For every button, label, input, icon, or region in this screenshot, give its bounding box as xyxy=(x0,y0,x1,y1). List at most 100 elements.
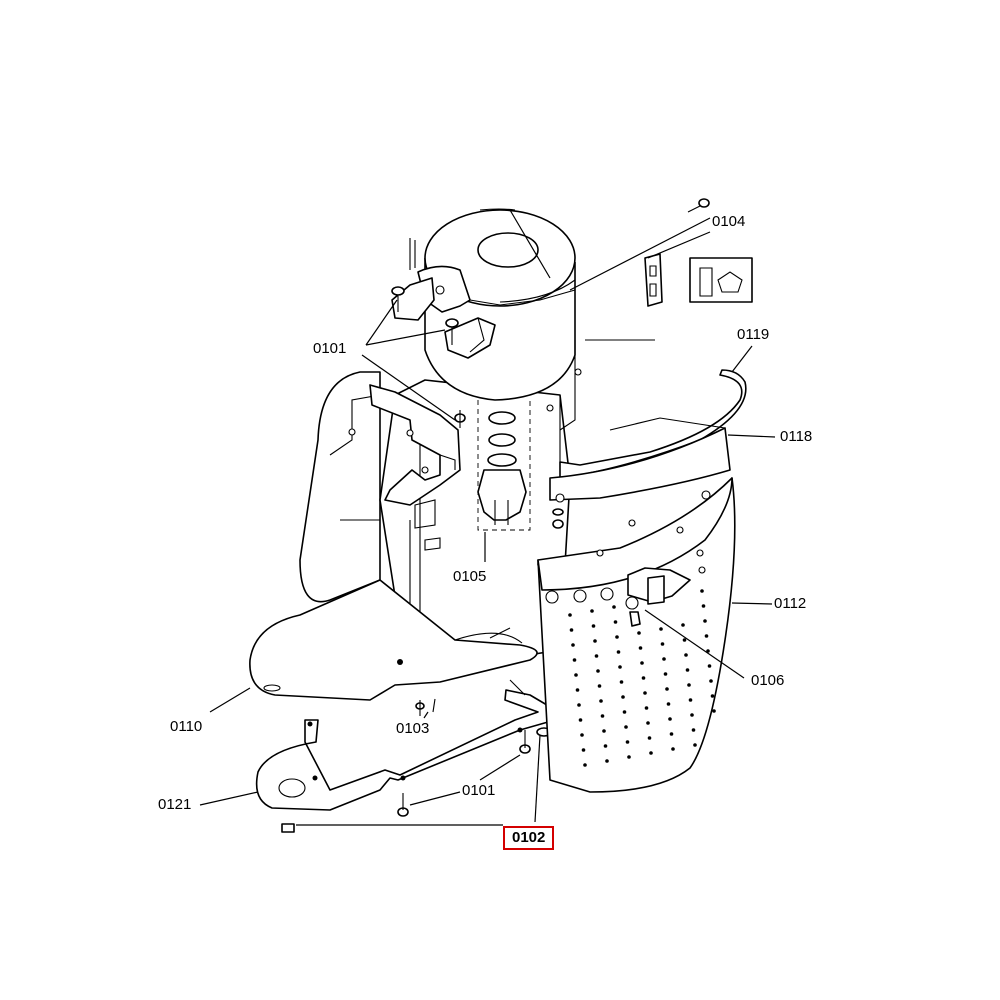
perforation-hole xyxy=(574,673,578,677)
perforation-hole xyxy=(627,755,631,759)
perforation-hole xyxy=(578,718,583,722)
label-0103: 0103 xyxy=(396,720,430,737)
perforation-hole xyxy=(691,728,696,732)
label-0101-bottom: 0101 xyxy=(462,782,496,799)
screws xyxy=(281,198,710,833)
perforation-hole xyxy=(572,658,577,662)
perforation-hole xyxy=(625,740,630,744)
perforation-hole xyxy=(706,649,710,653)
perforation-hole xyxy=(613,620,618,624)
band-0118 xyxy=(549,417,731,503)
perforation-hole xyxy=(704,634,709,638)
shield-mount-hole xyxy=(696,549,704,557)
perforation-hole xyxy=(569,628,574,632)
housing-frame xyxy=(299,371,571,673)
perforation-hole xyxy=(707,664,712,668)
shield-perforations xyxy=(545,519,716,767)
perforation-hole xyxy=(577,703,581,707)
perforation-hole xyxy=(591,624,596,628)
perforation-hole xyxy=(602,729,606,733)
perforation-hole xyxy=(662,657,666,661)
shield-mount-hole xyxy=(596,549,604,557)
perforation-hole xyxy=(624,725,628,729)
drip-tray-0110 xyxy=(249,579,538,701)
shield-mount-hole xyxy=(698,566,706,574)
perforation-hole xyxy=(666,702,671,706)
perforation-hole xyxy=(596,669,600,673)
perforation-hole xyxy=(660,642,665,646)
perforation-hole xyxy=(700,589,704,593)
perforation-hole xyxy=(568,613,572,617)
label-0110: 0110 xyxy=(170,718,203,735)
perforation-hole xyxy=(640,661,644,665)
perforation-hole xyxy=(646,721,650,725)
shield-mount-hole xyxy=(676,526,684,534)
label-0102-highlighted: 0102 xyxy=(503,826,555,850)
perforation-hole xyxy=(710,694,715,698)
label-0118: 0118 xyxy=(780,428,813,445)
perforation-hole xyxy=(571,643,575,647)
perforation-hole xyxy=(643,691,647,695)
perforation-hole xyxy=(600,714,605,718)
perforation-hole xyxy=(575,688,580,692)
perforation-hole xyxy=(618,665,622,669)
perforation-hole xyxy=(669,732,674,736)
perforation-hole xyxy=(644,706,649,710)
perforation-hole xyxy=(615,635,619,639)
perforation-hole xyxy=(681,623,685,627)
perforation-hole xyxy=(616,650,621,654)
label-0119: 0119 xyxy=(737,326,770,343)
perforation-hole xyxy=(649,751,653,755)
perforation-hole xyxy=(703,619,707,623)
label-0101-top: 0101 xyxy=(313,340,347,357)
perforation-hole xyxy=(684,653,688,657)
perforation-hole xyxy=(659,627,663,631)
label-0104: 0104 xyxy=(712,213,746,230)
perforation-hole xyxy=(671,747,675,751)
perforation-hole xyxy=(622,710,627,714)
perforation-hole xyxy=(641,676,646,680)
boiler-cylinder xyxy=(391,208,655,470)
label-0106: 0106 xyxy=(751,672,785,689)
shield-large-hole xyxy=(545,590,559,604)
screw-bottom-left xyxy=(397,793,409,817)
label-0121: 0121 xyxy=(158,796,192,813)
shield-mount-hole xyxy=(628,519,636,527)
screw-mid xyxy=(454,410,466,428)
shield-large-hole xyxy=(573,589,587,603)
perforation-hole xyxy=(583,763,587,767)
base-plate-0121 xyxy=(255,679,553,811)
label-0112: 0112 xyxy=(774,595,807,612)
perforation-hole xyxy=(687,683,691,687)
perforation-hole xyxy=(688,698,693,702)
perforation-hole xyxy=(665,687,669,691)
perforation-hole xyxy=(647,736,652,740)
switch-0104 xyxy=(644,253,753,307)
perforation-hole xyxy=(701,604,706,608)
label-0105: 0105 xyxy=(453,568,487,585)
screw-top-middle xyxy=(445,318,459,345)
perforation-hole xyxy=(709,679,713,683)
perforation-hole xyxy=(612,605,616,609)
perforation-hole xyxy=(581,748,586,752)
perforation-hole xyxy=(682,638,687,642)
perforation-hole xyxy=(580,733,584,737)
screw-bottom-right xyxy=(519,730,531,754)
perforation-hole xyxy=(712,709,716,713)
screw-top-left xyxy=(391,286,405,312)
perforation-hole xyxy=(605,759,609,763)
perforation-hole xyxy=(599,699,603,703)
perforation-hole xyxy=(593,639,597,643)
perforated-shield-0112 xyxy=(537,477,736,793)
leader-lines xyxy=(199,209,776,826)
perforation-hole xyxy=(619,680,624,684)
shield-large-hole xyxy=(600,587,614,601)
perforation-hole xyxy=(590,609,594,613)
perforation-hole xyxy=(693,743,697,747)
perforation-hole xyxy=(621,695,625,699)
perforation-hole xyxy=(668,717,672,721)
perforation-hole xyxy=(637,631,641,635)
perforation-hole xyxy=(663,672,668,676)
